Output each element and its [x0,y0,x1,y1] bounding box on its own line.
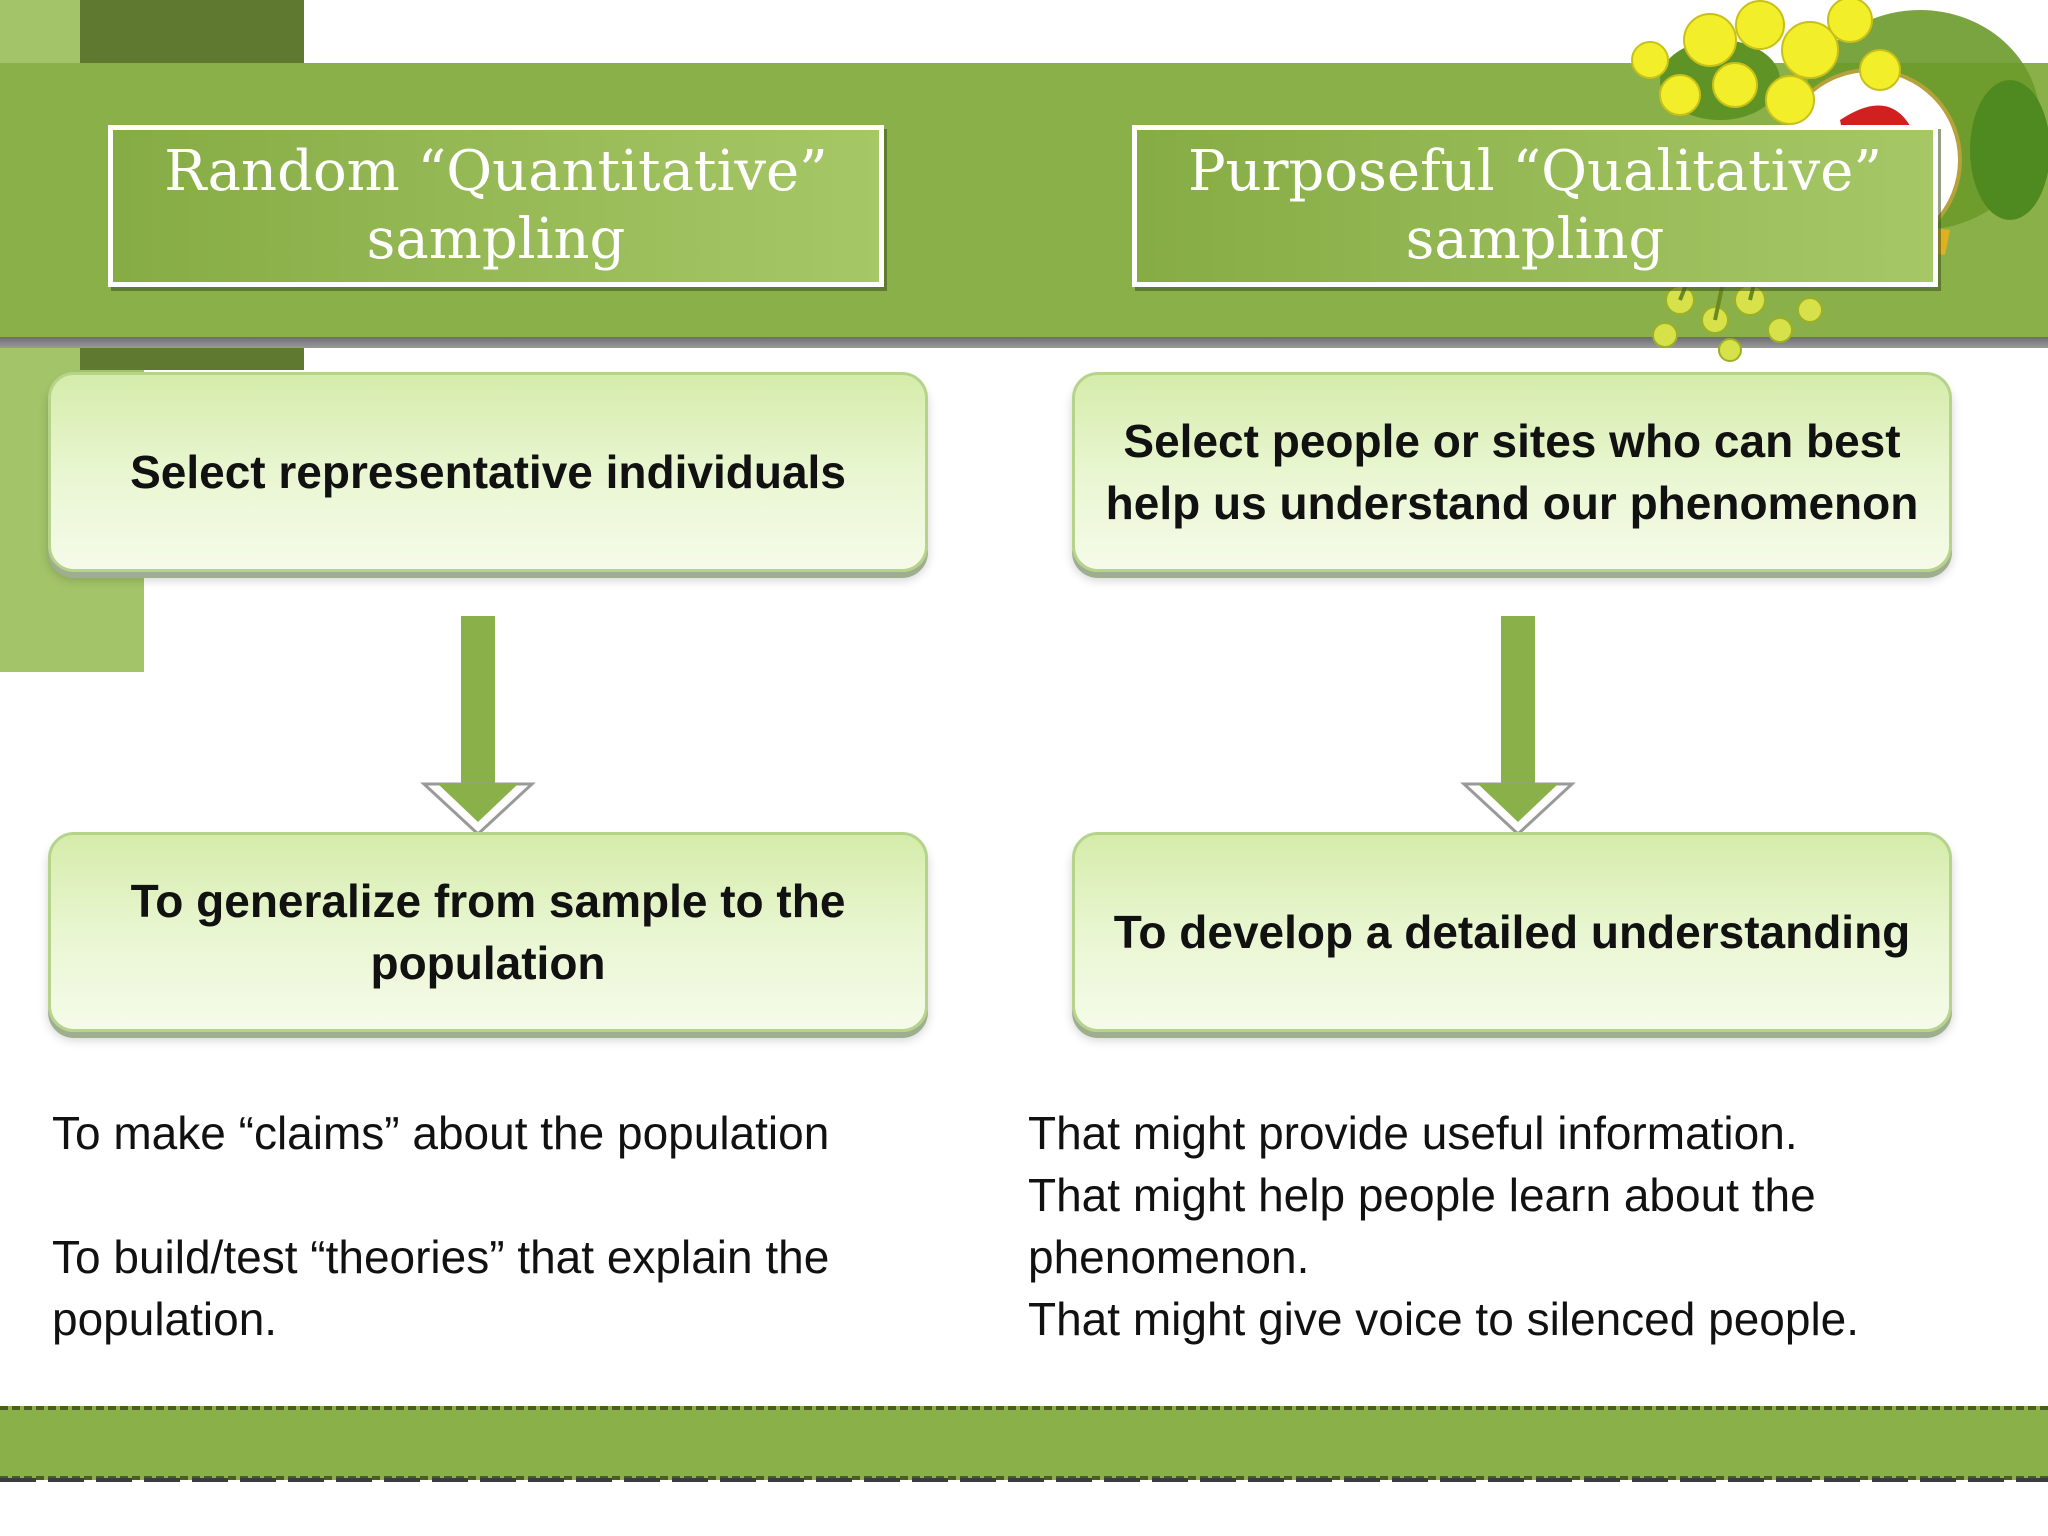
notes-left-line: To make “claims” about the population [52,1107,830,1159]
notes-right-line: phenomenon. [1028,1231,1310,1283]
notes-right-line: That might provide useful information. [1028,1107,1798,1159]
box-select-people-sites: Select people or sites who can best help… [1072,372,1952,572]
arrow-down-icon [420,616,536,834]
box-generalize: To generalize from sample to the populat… [48,832,928,1032]
box-detailed-understanding: To develop a detailed understanding [1072,832,1952,1032]
notes-left: To make “claims” about the population To… [52,1102,952,1350]
footer-band [0,1406,2048,1480]
footer-shadow-bar [0,1478,2048,1482]
box-bottom-left-text: To generalize from sample to the populat… [130,875,846,989]
box-select-representative: Select representative individuals [48,372,928,572]
header-title-random-quantitative: Random “Quantitative” sampling [108,125,884,287]
box-top-left-text: Select representative individuals [130,446,846,498]
notes-left-line: population. [52,1293,278,1345]
arrow-down-icon [1460,616,1576,834]
header-title-left-text: Random “Quantitative” sampling [164,139,828,272]
box-bottom-right-text: To develop a detailed understanding [1113,906,1911,958]
header-title-purposeful-qualitative: Purposeful “Qualitative” sampling [1132,125,1938,287]
notes-right-line: That might give voice to silenced people… [1028,1293,1860,1345]
box-top-right-text: Select people or sites who can best help… [1105,415,1919,529]
header-shadow-bar [0,337,2048,348]
notes-left-line: To build/test “theories” that explain th… [52,1231,830,1283]
notes-right-line: That might help people learn about the [1028,1169,1816,1221]
header-title-right-text: Purposeful “Qualitative” sampling [1188,139,1882,272]
notes-left-line [52,1164,952,1226]
notes-right: That might provide useful information. T… [1028,1102,2028,1350]
